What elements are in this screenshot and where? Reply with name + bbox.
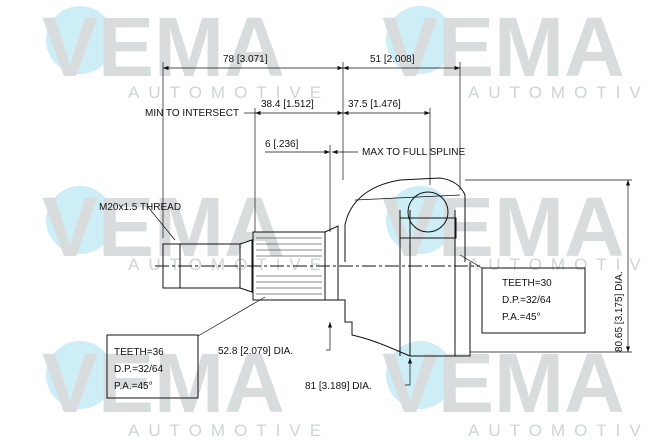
watermark-sub: AUTOMOTIVE (128, 83, 330, 102)
inner-dp: D.P.=32/64 (502, 295, 551, 306)
dim-outer-dia: 80.65 [3.175] DIA. (614, 271, 625, 352)
dim-large-dia: 81 [3.189] DIA. (305, 381, 372, 392)
dim-small-dia: 52.8 [2.079] DIA. (218, 346, 293, 357)
dim-overall-left: 78 [3.071] (223, 54, 268, 65)
outer-pa: P.A.=45° (114, 381, 153, 392)
watermark-logo (46, 6, 454, 409)
watermark-sub: AUTOMOTIVE (128, 421, 330, 440)
inner-teeth: TEETH=30 (502, 278, 552, 289)
outer-spline-leader (197, 296, 266, 337)
watermark-group: VEMA VEMA AUTOMOTIVE AUTOMOTIVE VEMA VEM… (42, 0, 650, 440)
min-to-intersect-label: MIN TO INTERSECT (145, 108, 239, 119)
outer-spline-box (106, 334, 199, 399)
watermark-text: VEMA (382, 180, 625, 274)
cv-joint-part (162, 177, 471, 357)
dim-min-to-intersect: 38.4 [1.512] (261, 99, 314, 110)
watermark-text: VEMA (382, 336, 625, 430)
outer-dp: D.P.=32/64 (114, 364, 163, 375)
max-to-full-spline-label: MAX TO FULL SPLINE (362, 147, 466, 158)
inner-pa: P.A.=45° (502, 312, 541, 323)
inner-spline-leader (459, 254, 483, 269)
watermark-sub: AUTOMOTIVE (468, 83, 650, 102)
watermark-sub: AUTOMOTIVE (128, 255, 330, 274)
inner-spline-box (481, 267, 586, 334)
outer-teeth: TEETH=36 (114, 347, 164, 358)
dim-spline-offset: 6 [.236] (265, 139, 299, 150)
watermark-text: VEMA (382, 0, 625, 94)
thread-label: M20x1.5 THREAD (99, 202, 181, 213)
thread-leader (147, 206, 176, 241)
watermark-text: VEMA (42, 0, 285, 94)
extension-lines (162, 62, 632, 353)
dim-right-spline: 37.5 [1.476] (348, 99, 401, 110)
watermark-sub: AUTOMOTIVE (468, 255, 650, 274)
watermark-text: VEMA (42, 336, 285, 430)
watermark-sub: AUTOMOTIVE (468, 421, 650, 440)
dim-overall-right: 51 [2.008] (370, 54, 415, 65)
